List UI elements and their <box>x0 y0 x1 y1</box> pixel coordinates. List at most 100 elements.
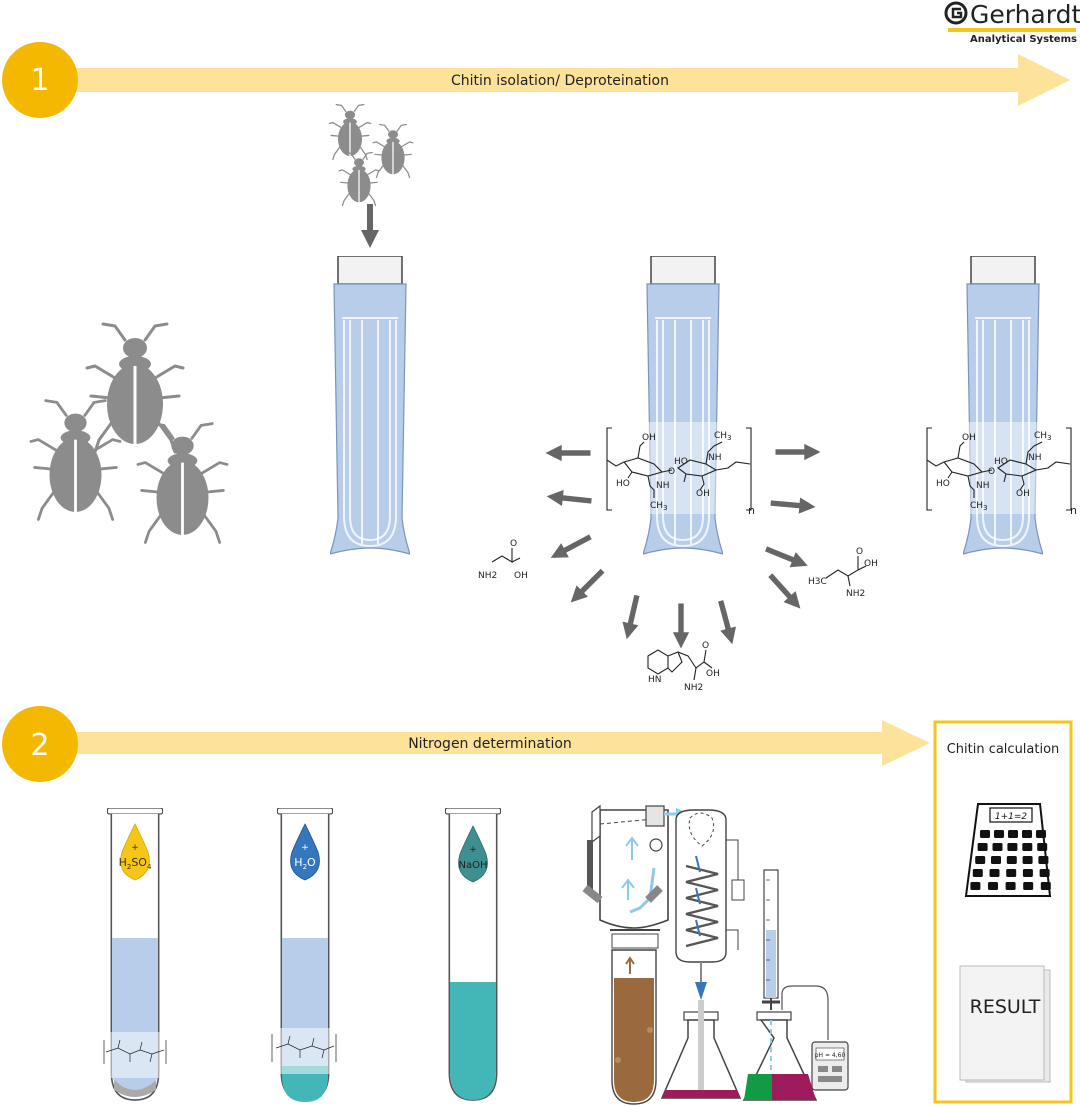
arrow-icon <box>565 564 609 609</box>
calculator-key <box>1007 843 1018 851</box>
brand-tagline: Analytical Systems <box>970 34 1077 45</box>
naoh-label: NaOH <box>459 860 488 871</box>
arrow-icon <box>545 488 593 509</box>
beetle-group-large <box>29 322 229 544</box>
svg-text:NH2: NH2 <box>478 571 497 581</box>
chitin-calculation-panel: Chitin calculation 1+1=2 RESULT <box>933 720 1073 1104</box>
down-arrow <box>361 204 379 248</box>
calculator-key <box>1038 856 1049 864</box>
step2-band: 2 Nitrogen determination <box>2 706 930 782</box>
svg-text:OH: OH <box>514 571 528 581</box>
calculator-key <box>989 869 1000 877</box>
calculator-key <box>1022 856 1033 864</box>
arrow-icon <box>770 495 817 516</box>
brand-logo: Gerhardt Analytical Systems <box>944 0 1080 45</box>
digestion-tube-base: + NaOH <box>445 808 501 1101</box>
arrow-icon <box>712 598 741 647</box>
calculator-icon: 1+1=2 <box>964 803 1052 897</box>
digestion-tube-water: + H2O <box>271 808 337 1102</box>
step1-title: Chitin isolation/ Deproteination <box>451 73 669 89</box>
brand-accent-bar <box>948 28 1076 32</box>
beetle-group-small <box>328 103 414 207</box>
step2-title: Nitrogen determination <box>408 736 572 752</box>
extraction-thimble-sample <box>330 256 410 555</box>
step1-number: 1 <box>30 63 49 98</box>
digestion-tube-acid: + H2SO4 <box>103 808 167 1101</box>
acid-label: H2SO4 <box>119 856 152 871</box>
svg-text:H3C: H3C <box>808 577 827 587</box>
step2-circle <box>2 706 78 782</box>
calculator-key <box>1022 830 1032 838</box>
beetle-icon <box>136 422 229 544</box>
svg-text:+: + <box>131 843 139 853</box>
calculator-key <box>991 856 1001 864</box>
calculator-key <box>988 882 998 890</box>
svg-text:OH: OH <box>864 559 878 569</box>
svg-text:NH2: NH2 <box>684 683 703 693</box>
step1-circle <box>2 42 78 118</box>
calculator-key <box>992 843 1003 851</box>
beetle-icon <box>372 123 414 179</box>
calculator-key <box>1037 843 1048 851</box>
ph-display: pH = 4,60 <box>815 1052 846 1059</box>
calculator-key <box>977 843 988 851</box>
calculator-key <box>1040 882 1051 890</box>
amino-acid-tryptophan: O HN NH2 OH <box>647 641 720 693</box>
naoh-drop-icon <box>458 825 488 883</box>
calculator-key <box>994 830 1004 838</box>
calculation-title: Chitin calculation <box>947 742 1060 757</box>
step1-band: 1 Chitin isolation/ Deproteination <box>2 42 1070 118</box>
water-label: H2O <box>294 856 316 871</box>
calculator-key <box>975 856 986 864</box>
calculator-key <box>1022 869 1033 877</box>
svg-text:OH: OH <box>706 669 720 679</box>
arrow-icon <box>545 444 591 462</box>
step2-arrow <box>40 720 930 766</box>
result-label: RESULT <box>970 996 1041 1018</box>
chitin-subscript: n <box>748 504 755 517</box>
titration-setup: pH = 4,60 <box>742 869 849 1101</box>
svg-text:+: + <box>301 843 309 853</box>
calculator-key <box>1006 856 1017 864</box>
chitin-structure-middle: n <box>606 422 755 517</box>
svg-text:+: + <box>469 845 477 855</box>
acid-drop-icon <box>120 823 150 881</box>
calculator-display: 1+1=2 <box>995 812 1028 822</box>
arrow-icon <box>672 603 690 649</box>
step1-arrow <box>40 54 1070 106</box>
calculator-key <box>972 869 983 877</box>
arrow-icon <box>762 541 811 574</box>
svg-text:NH2: NH2 <box>846 589 865 599</box>
svg-text:O: O <box>702 641 709 651</box>
beetle-icon <box>29 399 122 521</box>
brand-logo-icon <box>944 1 968 25</box>
arrow-icon <box>618 593 645 642</box>
receiving-flask <box>660 1000 742 1099</box>
svg-text:HN: HN <box>648 675 662 685</box>
step2-number: 2 <box>30 728 49 763</box>
amino-acid-alanine: O H3C NH2 OH <box>808 547 878 599</box>
chitin-subscript: n <box>1070 504 1077 517</box>
brand-name: Gerhardt <box>970 0 1080 29</box>
calculator-key <box>1036 830 1046 838</box>
beetle-icon <box>328 103 372 161</box>
calculator-key <box>970 882 981 890</box>
result-document: RESULT <box>959 965 1051 1083</box>
amino-acid-glycine: O NH2 OH <box>478 539 528 581</box>
calculator-key <box>1008 830 1018 838</box>
calculator-key <box>980 830 990 838</box>
calculator-key <box>1006 869 1017 877</box>
calculator-key <box>1039 869 1050 877</box>
calculator-key <box>1005 882 1016 890</box>
arrow-icon <box>546 529 595 566</box>
arrow-icon <box>775 443 821 461</box>
arrow-icon <box>764 569 807 614</box>
beetle-icon <box>338 151 380 207</box>
svg-text:O: O <box>510 539 517 549</box>
svg-text:O: O <box>856 547 863 557</box>
chitin-structure-right: n <box>926 422 1077 517</box>
calculator-key <box>1023 882 1034 890</box>
calculator-key <box>1022 843 1033 851</box>
water-drop-icon <box>290 823 320 881</box>
